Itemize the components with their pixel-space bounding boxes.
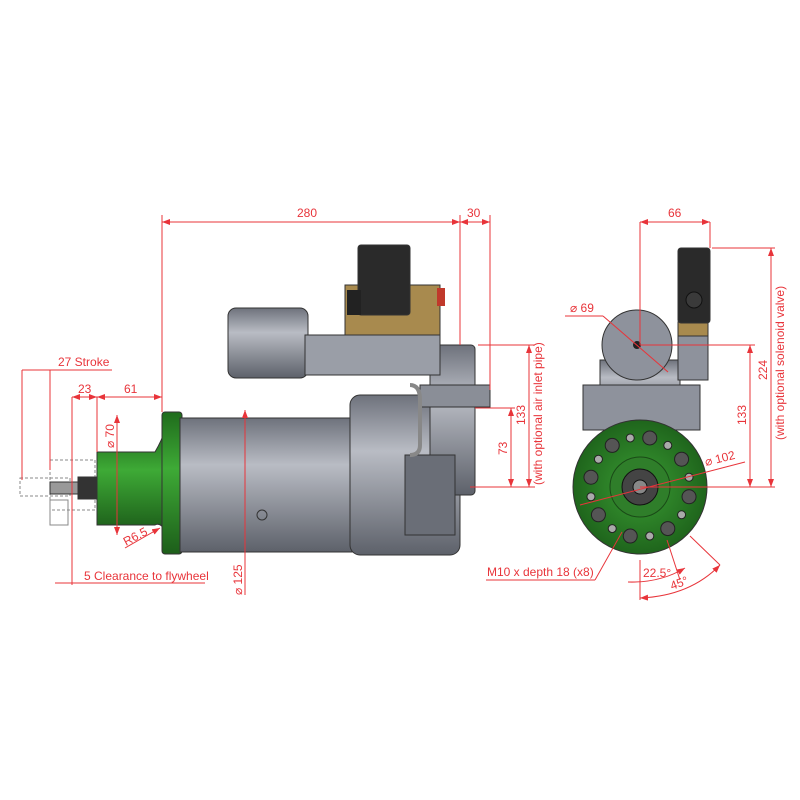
bolt-head (590, 507, 606, 523)
dim-dia-69: ⌀ 69 (570, 301, 594, 315)
solenoid-valve (344, 244, 445, 336)
green-flange (161, 411, 183, 555)
bolt-head (660, 521, 676, 537)
dim-66: 66 (668, 206, 682, 220)
bolt-head (583, 469, 599, 485)
dim-73: 73 (496, 441, 510, 455)
bolt-hole (586, 492, 596, 502)
bolt-hole (645, 531, 655, 541)
dim-23: 23 (78, 382, 92, 396)
dim-224: 224 (756, 360, 770, 380)
dim-r6-5: R6.5 (121, 524, 150, 548)
bolt-hole (607, 524, 617, 534)
dim-angle-22-5: 22.5° (643, 566, 671, 580)
bolt-head (622, 528, 638, 544)
bolt-holes (583, 430, 697, 544)
dim-clearance: 5 Clearance to flywheel (84, 569, 209, 583)
dim-61: 61 (124, 382, 138, 396)
solenoid-note: (with optional solenoid valve) (773, 286, 787, 440)
dim-dia-70: ⌀ 70 (103, 424, 117, 448)
motor-body (179, 417, 353, 553)
dimensions: 280 30 27 Stroke 23 61 ⌀ 70 R6.5 5 Clear… (21, 206, 787, 601)
dim-dia-125: ⌀ 125 (231, 564, 245, 595)
dim-133-front: 133 (735, 405, 749, 425)
bolt-head (604, 437, 620, 453)
bolt-head (681, 489, 697, 505)
dim-133-side: 133 (514, 405, 528, 425)
pinion-shaft (19, 459, 98, 526)
air-pipe (409, 383, 422, 457)
dim-280: 280 (297, 206, 317, 220)
front-view-starter (572, 247, 711, 555)
bolt-hole (625, 433, 635, 443)
gearbox (349, 344, 491, 556)
solenoid-front (677, 247, 711, 324)
inlet-note: (with optional air inlet pipe) (531, 342, 545, 485)
dim-30: 30 (467, 206, 481, 220)
bolt-hole-spec: M10 x depth 18 (x8) (487, 565, 594, 579)
dim-angle-45: 45° (668, 573, 690, 592)
bolt-hole (663, 440, 673, 450)
air-motor (227, 307, 441, 379)
bolt-head (642, 430, 658, 446)
bolt-hole (677, 510, 687, 520)
bolt-hole (593, 454, 603, 464)
dim-27-stroke: 27 Stroke (58, 355, 110, 369)
side-view-starter (19, 244, 491, 556)
bolt-head (674, 451, 690, 467)
